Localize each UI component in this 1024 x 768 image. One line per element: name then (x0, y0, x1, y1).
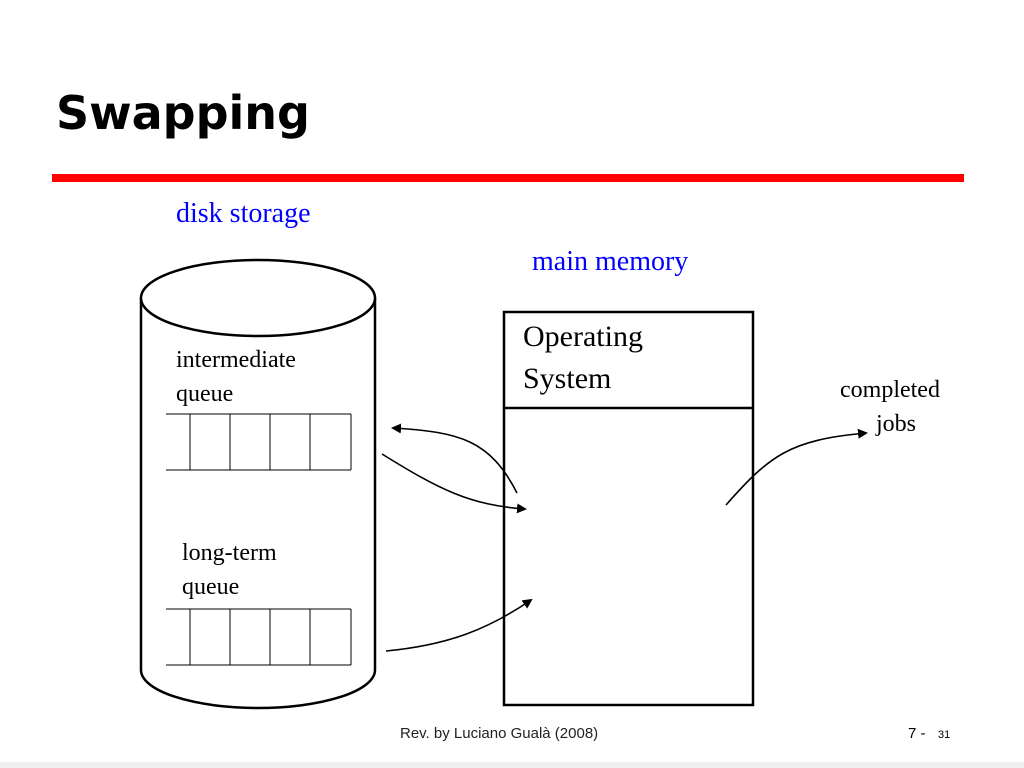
slide-title: Swapping (56, 86, 310, 140)
disk-cylinder-body (139, 298, 377, 710)
long-term-queue-label-line2: queue (182, 574, 240, 600)
swap-out-arrow (391, 423, 518, 494)
completed-jobs-label-line1: completed (840, 377, 940, 403)
swap-in-arrow (381, 453, 527, 514)
title-divider (52, 174, 964, 182)
completed-jobs-label-line2: jobs (876, 411, 917, 437)
intermediate-queue (166, 413, 352, 471)
bottom-bar (0, 762, 1024, 768)
disk-cylinder (139, 258, 377, 710)
main-memory-label: main memory (532, 246, 689, 277)
intermediate-queue-label-line2: queue (176, 381, 234, 407)
long-term-queue-label-line1: long-term (182, 540, 277, 566)
os-label-line2: System (523, 362, 612, 395)
footer-credit: Rev. by Luciano Gualà (2008) (400, 725, 599, 742)
main-memory-block (502, 310, 755, 707)
disk-cylinder-top (139, 258, 377, 338)
completed-jobs-arrow (725, 428, 868, 506)
footer-chapter: 7 - (908, 725, 926, 742)
os-label-line1: Operating (523, 320, 643, 353)
footer-page-number: 31 (938, 729, 951, 741)
long-term-queue (166, 608, 352, 666)
long-term-admit-arrow (385, 598, 533, 652)
intermediate-queue-label-line1: intermediate (176, 347, 296, 373)
disk-storage-label: disk storage (176, 198, 311, 229)
